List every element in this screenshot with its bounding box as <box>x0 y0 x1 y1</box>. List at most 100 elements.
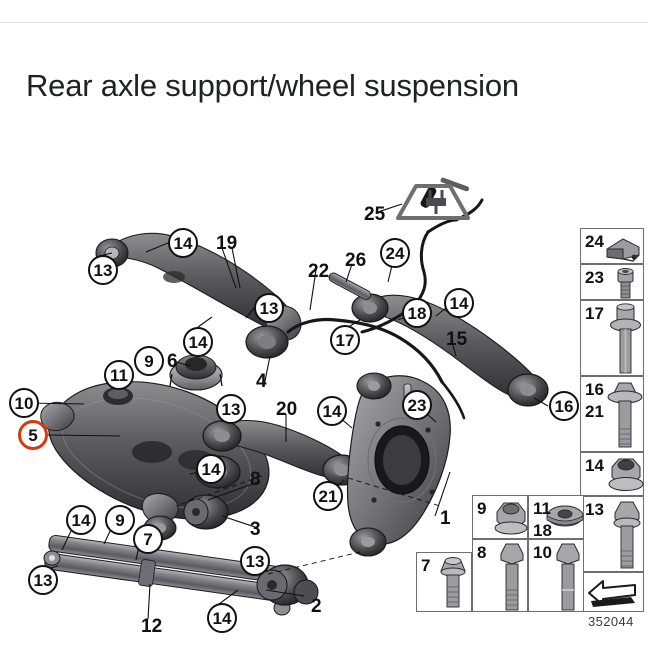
callout-label: 13 <box>33 570 53 590</box>
legend-number: 17 <box>585 304 604 323</box>
flange-nut-icon <box>608 458 644 491</box>
callout-5-selected[interactable]: 5 <box>18 420 48 450</box>
callout-24[interactable]: 24 <box>380 238 410 268</box>
callout-label: 14 <box>188 332 208 352</box>
page-title: Rear axle support/wheel suspension <box>26 67 519 103</box>
callout-label: 13 <box>245 551 265 571</box>
callout-label: 13 <box>259 298 279 318</box>
callout-label: 14 <box>71 510 91 530</box>
part-label-19[interactable]: 19 <box>216 233 238 254</box>
callout-label: 11 <box>110 365 128 385</box>
part-label-1[interactable]: 1 <box>440 508 451 529</box>
socket-bolt-icon <box>617 268 634 299</box>
legend-box-13[interactable]: 13 <box>580 496 644 572</box>
callout-label: 9 <box>144 351 154 371</box>
callout-9[interactable]: 9 <box>134 346 164 376</box>
callout-label: 10 <box>14 393 34 413</box>
callout-21[interactable]: 21 <box>313 481 343 511</box>
legend-box-16-21[interactable]: 16 21 <box>580 376 644 452</box>
callout-label: 14 <box>322 401 342 421</box>
legend-number: 14 <box>585 456 604 475</box>
callout-14[interactable]: 14 <box>444 288 474 318</box>
part-label-8[interactable]: 8 <box>250 469 261 490</box>
legend-box-17[interactable]: 17 <box>580 300 644 376</box>
callout-14[interactable]: 14 <box>183 327 213 357</box>
legend-box-10[interactable]: 10 <box>528 539 584 612</box>
callout-label: 14 <box>201 459 221 479</box>
legend-number: 8 <box>477 543 487 562</box>
part-label-22[interactable]: 22 <box>308 261 330 282</box>
legend-box-23[interactable]: 23 <box>580 264 644 300</box>
callout-14[interactable]: 14 <box>196 454 226 484</box>
legend-number: 11 <box>533 499 551 518</box>
callout-17[interactable]: 17 <box>330 325 360 355</box>
flange-bolt-icon <box>607 382 643 448</box>
diagram-id-code: 352044 <box>588 614 634 629</box>
part-label-3[interactable]: 3 <box>250 519 261 540</box>
callout-label: 7 <box>143 529 153 549</box>
callout-label: 23 <box>407 395 427 415</box>
legend-number: 7 <box>421 556 431 575</box>
legend-box-9[interactable]: 9 <box>472 495 528 539</box>
callout-label: 16 <box>554 396 574 416</box>
hex-bolt-icon <box>500 543 524 611</box>
legend-box-24[interactable]: 24 <box>580 228 644 264</box>
callout-label: 14 <box>449 293 469 313</box>
callout-13[interactable]: 13 <box>216 394 246 424</box>
legend-number: 23 <box>585 268 604 287</box>
direction-arrow-icon <box>588 580 636 607</box>
callout-13[interactable]: 13 <box>240 546 270 576</box>
callout-label: 18 <box>407 303 427 323</box>
callout-label: 24 <box>385 243 405 263</box>
callout-label: 21 <box>318 486 338 506</box>
long-bolt-icon <box>610 303 641 374</box>
header-divider <box>0 22 648 23</box>
callout-label: 17 <box>335 330 355 350</box>
legend-number: 10 <box>533 543 552 562</box>
part-label-2[interactable]: 2 <box>311 596 322 617</box>
legend-box-direction-arrow[interactable] <box>580 572 644 612</box>
part-label-25[interactable]: 25 <box>364 204 386 225</box>
part-label-15[interactable]: 15 <box>446 329 468 350</box>
callout-18[interactable]: 18 <box>402 298 432 328</box>
callout-14[interactable]: 14 <box>168 228 198 258</box>
part-label-20[interactable]: 20 <box>276 399 298 420</box>
callout-14[interactable]: 14 <box>317 396 347 426</box>
legend-number: 18 <box>533 521 552 540</box>
socket-bolt-icon <box>440 557 466 608</box>
callout-13[interactable]: 13 <box>28 565 58 595</box>
clamp-icon <box>606 238 640 262</box>
callout-9[interactable]: 9 <box>105 505 135 535</box>
callout-14[interactable]: 14 <box>207 603 237 633</box>
callout-7[interactable]: 7 <box>133 524 163 554</box>
callout-label: 13 <box>93 260 113 280</box>
callout-label: 9 <box>115 510 125 530</box>
callout-23[interactable]: 23 <box>402 390 432 420</box>
legend-number: 21 <box>585 402 604 421</box>
callout-11[interactable]: 11 <box>104 360 134 390</box>
diagram-stage: 14 13 13 14 11 9 10 5 13 14 14 21 23 16 … <box>0 160 648 648</box>
callout-13[interactable]: 13 <box>254 293 284 323</box>
callout-label: 14 <box>173 233 193 253</box>
callout-13[interactable]: 13 <box>88 255 118 285</box>
legend-box-11-18[interactable]: 11 18 <box>528 495 584 539</box>
suspension-illustration <box>23 177 549 620</box>
legend-number: 24 <box>585 232 604 251</box>
callout-14[interactable]: 14 <box>66 505 96 535</box>
legend-number: 16 <box>585 380 604 399</box>
callout-16[interactable]: 16 <box>549 391 579 421</box>
legend-box-14[interactable]: 14 <box>580 452 644 496</box>
callout-10[interactable]: 10 <box>9 388 39 418</box>
legend-box-8[interactable]: 8 <box>472 539 528 612</box>
washer-icon <box>546 505 584 527</box>
part-label-4[interactable]: 4 <box>256 371 267 392</box>
callout-label: 5 <box>28 425 38 445</box>
hex-bolt-icon <box>613 501 641 569</box>
part-label-26[interactable]: 26 <box>345 250 367 271</box>
flange-nut-icon <box>494 502 528 535</box>
legend-number: 9 <box>477 499 487 518</box>
legend-box-7[interactable]: 7 <box>416 552 472 612</box>
part-label-6[interactable]: 6 <box>167 351 178 372</box>
part-label-12[interactable]: 12 <box>141 616 163 637</box>
